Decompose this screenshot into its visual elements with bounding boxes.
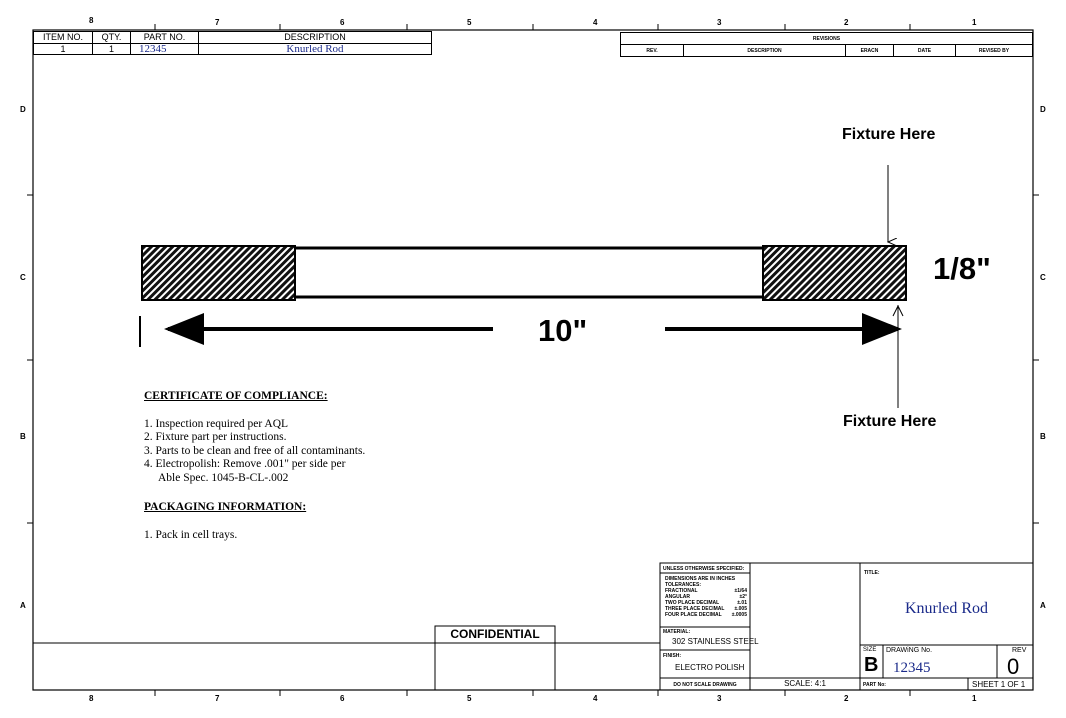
zone-number: 1 xyxy=(972,694,977,703)
zone-letter: A xyxy=(1040,601,1046,610)
tol-value: ±1/64 xyxy=(734,588,747,594)
size-value: B xyxy=(864,654,879,676)
zone-number: 4 xyxy=(593,694,598,703)
rev-value: 0 xyxy=(1007,654,1020,679)
zone-number: 6 xyxy=(340,18,345,27)
fixture-label-top: Fixture Here xyxy=(842,126,936,143)
tol-row: TWO PLACE DECIMAL ±.01 xyxy=(665,600,747,606)
title-label: TITLE: xyxy=(864,570,880,576)
rev-description-header: DESCRIPTION xyxy=(683,44,846,57)
tol-value: ±.0005 xyxy=(731,612,747,618)
sheet-number: SHEET 1 OF 1 xyxy=(972,680,1026,689)
knurl-left xyxy=(141,245,296,301)
tol-value: ±.005 xyxy=(734,606,747,612)
tol-row: THREE PLACE DECIMAL ±.005 xyxy=(665,606,747,612)
coc-item: 2. Fixture part per instructions. xyxy=(144,431,287,443)
zone-number: 8 xyxy=(89,694,94,703)
zone-number: 5 xyxy=(467,694,472,703)
size-label: SIZE xyxy=(863,647,877,653)
zone-number: 3 xyxy=(717,18,722,27)
zone-ticks xyxy=(27,24,1039,696)
drawing-number-label: DRAWiNG No. xyxy=(886,647,933,654)
zone-number: 3 xyxy=(717,694,722,703)
tol-row: ANGULAR ±2° xyxy=(665,594,747,600)
tol-name: THREE PLACE DECIMAL xyxy=(665,606,725,612)
tol-value: ±.01 xyxy=(737,600,747,606)
confidential-label: CONFIDENTIAL xyxy=(450,627,540,641)
scale: SCALE: 4:1 xyxy=(784,679,826,688)
tol-row: FOUR PLACE DECIMAL ±.0005 xyxy=(665,612,747,618)
zone-letter: A xyxy=(20,601,26,610)
tol-line: DIMENSIONS ARE IN INCHES xyxy=(665,576,736,582)
coc-item: 1. Inspection required per AQL xyxy=(144,417,289,430)
drawing-number: 12345 xyxy=(893,660,931,676)
coc-title: CERTIFICATE OF COMPLIANCE: xyxy=(144,390,328,402)
drawing-title: Knurled Rod xyxy=(904,600,989,617)
tol-name: TWO PLACE DECIMAL xyxy=(665,600,720,606)
zone-number: 7 xyxy=(215,694,220,703)
eracn-header: ERACN xyxy=(845,44,894,57)
notes: CERTIFICATE OF COMPLIANCE: 1. Inspection… xyxy=(144,390,365,542)
bom-description: Knurled Rod xyxy=(198,43,432,55)
tol-name: FRACTIONAL xyxy=(665,588,698,594)
tol-name: FOUR PLACE DECIMAL xyxy=(665,612,722,618)
bom-part: 12345 xyxy=(130,43,199,55)
tol-row: FRACTIONAL ±1/64 xyxy=(665,588,747,594)
tol-name: ANGULAR xyxy=(665,594,690,600)
tol-line: TOLERANCES: xyxy=(665,582,702,588)
bom-qty: 1 xyxy=(92,43,131,55)
part-number-label: PART No: xyxy=(863,682,886,688)
zone-number: 5 xyxy=(467,18,472,27)
material-label: MATERIAL: xyxy=(663,629,691,635)
zone-number: 2 xyxy=(844,694,849,703)
knurl-right xyxy=(762,245,907,301)
material-value: 302 STAINLESS STEEL xyxy=(672,637,759,646)
zone-number: 1 xyxy=(972,18,977,27)
tol-value: ±2° xyxy=(739,594,747,600)
tolerances: DIMENSIONS ARE IN INCHES TOLERANCES: FRA… xyxy=(665,576,747,618)
coc-item: Able Spec. 1045-B-CL-.002 xyxy=(158,471,289,484)
zone-letter: C xyxy=(20,273,26,282)
title-block-lines xyxy=(33,562,1034,691)
packaging-item: 1. Pack in cell trays. xyxy=(144,528,238,541)
length-dimension: 10" xyxy=(538,313,588,348)
coc-item: 4. Electropolish: Remove .001" per side … xyxy=(144,458,346,470)
finish-label: FINISH: xyxy=(663,653,682,659)
zone-letter: C xyxy=(1040,273,1046,282)
packaging-title: PACKAGING INFORMATION: xyxy=(144,501,307,513)
zone-letter: D xyxy=(1040,105,1046,114)
diameter-dimension: 1/8" xyxy=(933,251,991,286)
unless-specified: UNLESS OTHERWISE SPECIFIED: xyxy=(663,566,745,572)
bom-item: 1 xyxy=(33,43,93,55)
fixture-label-bottom: Fixture Here xyxy=(843,413,937,430)
zone-letter: D xyxy=(20,105,26,114)
rev-header: REV. xyxy=(620,44,684,57)
do-not-scale: DO NOT SCALE DRAWING xyxy=(673,682,737,688)
zone-number: 6 xyxy=(340,694,345,703)
zone-letter: B xyxy=(1040,432,1046,441)
finish-value: ELECTRO POLISH xyxy=(675,663,745,672)
zone-number: 8 xyxy=(89,16,94,25)
zone-number: 7 xyxy=(215,18,220,27)
zone-number: 4 xyxy=(593,18,598,27)
rev-label: REV xyxy=(1012,647,1027,654)
zone-letter: B xyxy=(20,432,26,441)
date-header: DATE xyxy=(893,44,956,57)
zone-number: 2 xyxy=(844,18,849,27)
coc-item: 3. Parts to be clean and free of all con… xyxy=(144,444,366,457)
revised-by-header: REVISED BY xyxy=(955,44,1033,57)
